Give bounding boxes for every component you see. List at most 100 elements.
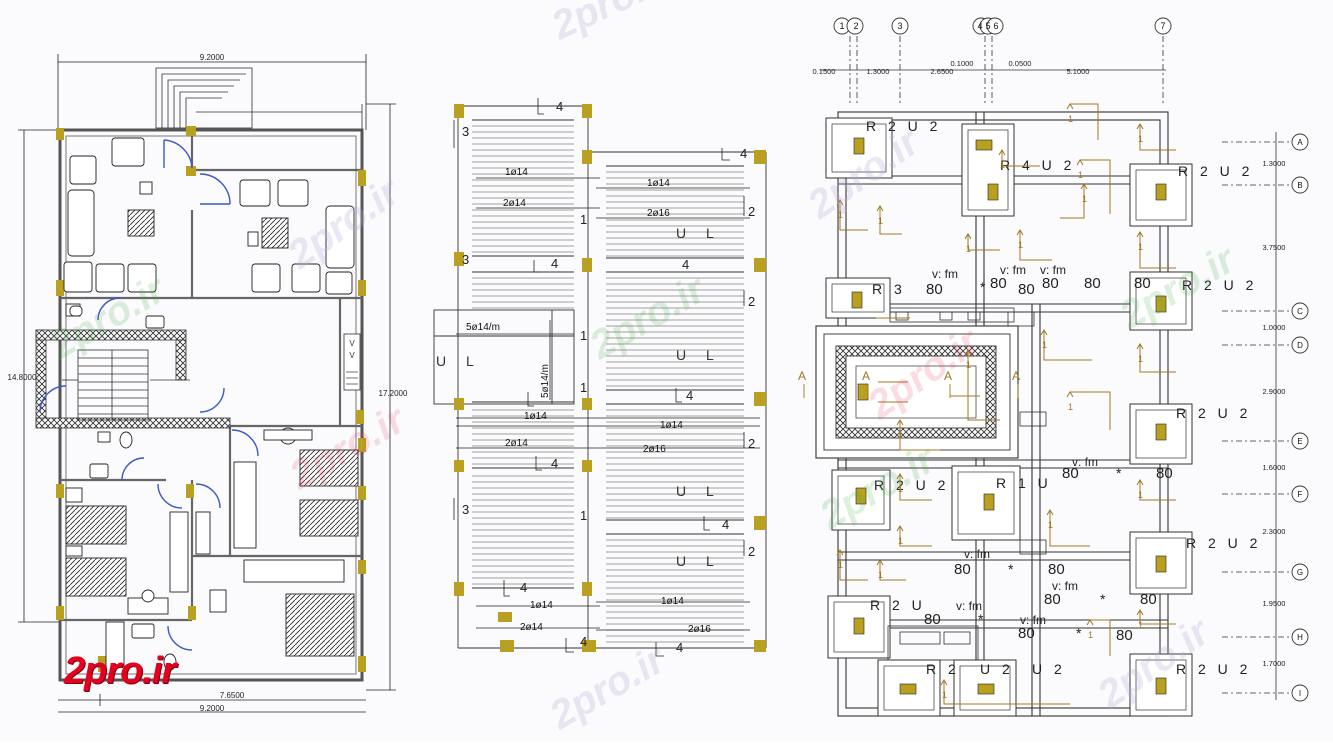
axis-label-right: E [1297, 437, 1302, 446]
axis-label-top: 1 [839, 21, 844, 31]
svg-text:V: V [349, 351, 355, 360]
dim-top-label: 0.0500 [1009, 59, 1032, 68]
slab-label-a1: 1ø14 [505, 167, 528, 178]
bar-count-label: 1 [838, 560, 843, 570]
bar-count-label: 1 [1042, 340, 1047, 350]
footing-label: R 2 U 2 [1182, 277, 1257, 293]
footing-label: R 2 U 2 [866, 118, 941, 134]
vfm-label: v: fm [1040, 263, 1066, 277]
bar-count-label: 1 [1082, 194, 1087, 204]
n80-label: 80 [1134, 275, 1151, 292]
bar-count-label: 1 [1138, 354, 1143, 364]
mark-1: 1 [580, 380, 587, 395]
dim-top: 9.2000 [200, 53, 225, 62]
bar-count-label: 1 [1138, 490, 1143, 500]
dim-right-label: 3.7500 [1263, 243, 1286, 252]
bar-count-label: 1 [878, 570, 883, 580]
mark-4: 4 [740, 146, 747, 161]
dim-right-label: 1.0000 [1263, 323, 1286, 332]
axis-label-top: 4 [977, 21, 982, 31]
dim-bottom: 9.2000 [200, 704, 225, 713]
star-mark: * [978, 611, 984, 627]
dim-bottom-inner: 7.6500 [220, 691, 245, 700]
ul-tag: U L [676, 483, 722, 499]
slab-label-m2: 2ø14 [505, 438, 528, 449]
slab-label-b2: 2ø16 [647, 208, 670, 219]
site-logo[interactable]: 2pro.ir [64, 650, 176, 692]
bar-count-label: 1 [898, 484, 903, 494]
mark-4: 4 [722, 517, 729, 532]
svg-text:V: V [349, 339, 355, 348]
axis-label-right: I [1299, 689, 1301, 698]
slab-label-b1: 1ø14 [647, 178, 670, 189]
section-mark: A [1012, 369, 1020, 383]
vfm-label: v: fm [1020, 613, 1046, 627]
footing-label: R 4 U 2 [1000, 157, 1075, 173]
footing-label: R 2 U [870, 597, 926, 613]
mark-1: 1 [580, 212, 587, 227]
bar-count-label: 1 [1068, 114, 1073, 124]
mark-1: 1 [580, 508, 587, 523]
axis-label-right: C [1297, 307, 1303, 316]
stair-rebar-label-vertical: 5ø14/m [540, 364, 551, 398]
mark-2: 2 [748, 544, 755, 559]
architectural-plan: 9.2000 7.6500 9.2000 14.8000 17.2000 [8, 53, 408, 713]
mark-4: 4 [676, 640, 683, 655]
vfm-label: v: fm [956, 599, 982, 613]
footing-label: R 1 U [996, 475, 1052, 491]
n80-label: 80 [1044, 591, 1061, 608]
vfm-label: v: fm [1072, 455, 1098, 469]
axis-label-right: G [1297, 568, 1303, 577]
footing-label: R 2 U 2 [874, 477, 949, 493]
dim-top-label: 0.1000 [951, 59, 974, 68]
n80-label: 80 [1048, 561, 1065, 578]
dim-right: 17.2000 [379, 389, 408, 398]
footing-label: U 2 [980, 661, 1014, 677]
dim-top-label: 1.3000 [867, 67, 890, 76]
bar-count-label: 1 [1000, 160, 1005, 170]
n80-label: 80 [1018, 625, 1035, 642]
footing-label: R 2 U 2 [1176, 661, 1251, 677]
slab-label-c2: 2ø14 [520, 622, 543, 633]
star-mark: * [980, 279, 986, 295]
dim-right-label: 2.9000 [1263, 387, 1286, 396]
bar-count-label: 1 [1068, 402, 1073, 412]
mark-2: 2 [748, 294, 755, 309]
star-mark: * [1008, 561, 1014, 577]
stair-rebar-label: 5ø14/m [466, 322, 500, 333]
footing-label: R 2 [926, 661, 960, 677]
bar-count-label: 1 [1018, 240, 1023, 250]
vfm-label: v: fm [964, 547, 990, 561]
star-mark: * [1100, 591, 1106, 607]
bar-count-label: 1 [1138, 620, 1143, 630]
n80-label: 80 [1116, 627, 1133, 644]
bar-count-label: 1 [1088, 630, 1093, 640]
mark-4: 4 [551, 256, 558, 271]
mark-2: 2 [748, 204, 755, 219]
axis-label-right: A [1297, 138, 1303, 147]
ul-tag: U L [676, 225, 722, 241]
vfm-label: v: fm [932, 267, 958, 281]
mark-3: 3 [462, 252, 469, 267]
n80-label: 80 [954, 561, 971, 578]
dim-right-label: 1.7000 [1263, 659, 1286, 668]
n80-label: 80 [1018, 281, 1035, 298]
axis-label-top: 6 [993, 21, 998, 31]
bar-count-label: 1 [1138, 134, 1143, 144]
axis-label-right: D [1297, 341, 1303, 350]
bar-count-label: 1 [898, 536, 903, 546]
footing-label: R 2 U 2 [1186, 535, 1261, 551]
axis-label-right: H [1297, 633, 1303, 642]
n80-label: 80 [926, 281, 943, 298]
axis-label-top: 3 [897, 21, 902, 31]
bar-count-label: 1 [966, 244, 971, 254]
mark-4: 4 [580, 634, 587, 649]
bar-count-label: 1 [966, 360, 971, 370]
bar-count-label: 1 [878, 216, 883, 226]
foundation-plan: 1 2 3 4 5 6 7 0.1500 1.3000 2.6500 0.100… [798, 17, 1309, 717]
vfm-label: v: fm [1000, 263, 1026, 277]
axis-label-right: F [1298, 490, 1303, 499]
footing-label: R 3 [872, 281, 906, 297]
mark-4: 4 [686, 388, 693, 403]
slab-label-m3: 1ø14 [660, 420, 683, 431]
